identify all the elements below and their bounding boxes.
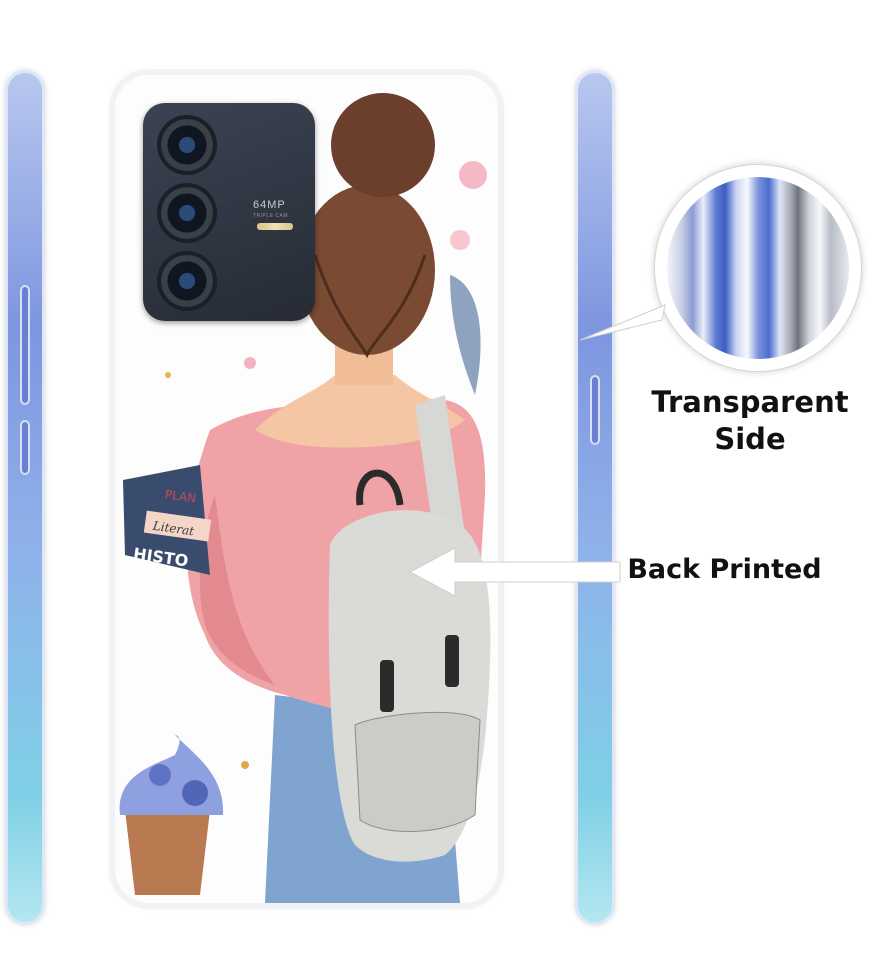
backpack-buckle (445, 635, 459, 687)
backpack-buckle (380, 660, 394, 712)
camera-sub-label: TRIPLE CAM (253, 213, 289, 219)
flower (459, 161, 487, 189)
backpack-pocket (354, 711, 481, 832)
shoulders (255, 375, 465, 448)
back-print-artwork: PLAN Literat HISTO (119, 93, 491, 903)
side-button (20, 285, 30, 405)
hair-strands (313, 254, 427, 359)
side-magnifier (655, 165, 861, 371)
phone-case-right-side (575, 70, 615, 925)
transparent-side-label: Transparent Side (645, 384, 855, 458)
hair-bun (331, 93, 435, 197)
sweater-shading (199, 495, 275, 685)
transparent-side-label-line2: Side (714, 422, 786, 456)
phone-case-left-side (5, 70, 45, 925)
decor-dot (241, 761, 249, 769)
flower (450, 230, 470, 250)
book-text-1: PLAN (164, 487, 197, 505)
camera-flash (257, 223, 293, 230)
back-printed-label: Back Printed (627, 554, 822, 585)
blueberry (182, 780, 208, 806)
blueberry (149, 764, 171, 786)
book-spine (143, 510, 212, 542)
backpack-handle (356, 469, 404, 506)
decor-dot (244, 357, 256, 369)
cupcake-frosting (119, 735, 224, 815)
phone-case-back: PLAN Literat HISTO 64MP TRIPLE CAM (115, 75, 498, 903)
camera-lens (157, 251, 217, 311)
book-text-2: Literat (151, 519, 195, 539)
hair (299, 185, 435, 355)
side-button (20, 420, 30, 475)
decor-dot (165, 372, 171, 378)
camera-lens (157, 115, 217, 175)
backpack-straps (415, 395, 465, 545)
transparent-side-label-line1: Transparent (651, 385, 849, 419)
megapixel-label: 64MP (253, 199, 286, 211)
transparent-side-closeup (667, 177, 849, 359)
leaf (450, 275, 481, 395)
cupcake-base (125, 810, 210, 895)
camera-module: 64MP TRIPLE CAM (143, 103, 315, 321)
side-button (590, 375, 600, 445)
camera-lens (157, 183, 217, 243)
